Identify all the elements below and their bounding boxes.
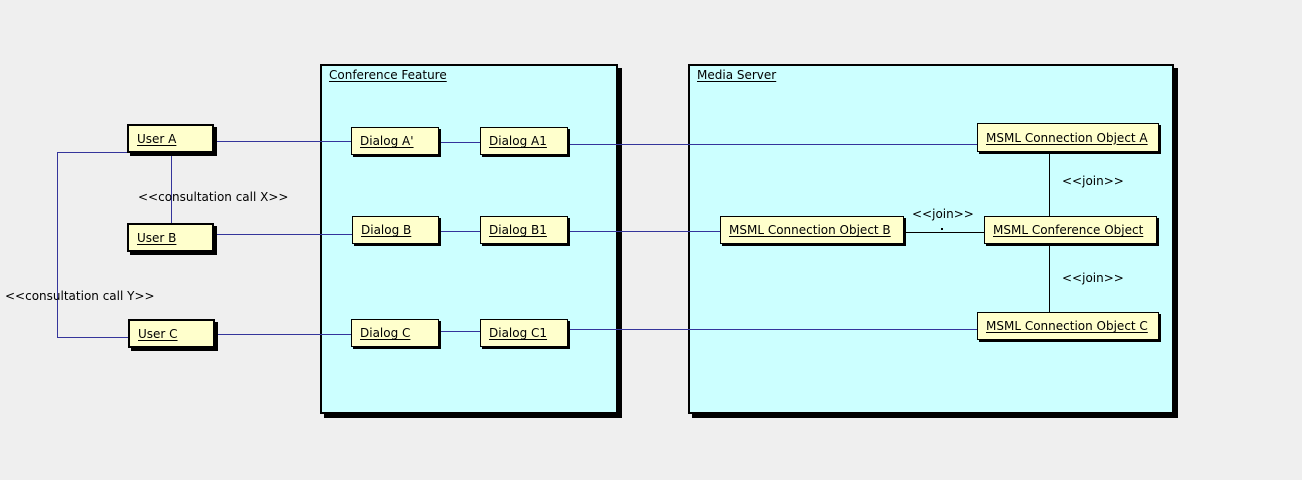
node-dialog-c-label: Dialog C — [360, 326, 411, 340]
node-msml-connection-c[interactable]: MSML Connection Object C — [977, 312, 1159, 340]
label-consultation-call-x: <<consultation call X>> — [138, 190, 289, 204]
node-dialog-b1-label: Dialog B1 — [489, 223, 547, 237]
node-dialog-a1[interactable]: Dialog A1 — [480, 127, 568, 155]
node-dialog-a1-label: Dialog A1 — [489, 134, 547, 148]
node-msml-connection-c-label: MSML Connection Object C — [986, 319, 1148, 333]
node-user-c[interactable]: User C — [128, 319, 215, 348]
node-user-b[interactable]: User B — [127, 223, 214, 252]
edge-consultY-top-segment — [57, 152, 127, 153]
edge-dialogc-dialogc1 — [439, 331, 480, 332]
edge-userb-dialogb — [214, 234, 352, 235]
edge-dialogb-dialogb1 — [439, 231, 480, 232]
node-msml-connection-a-label: MSML Connection Object A — [986, 130, 1148, 145]
edge-consultY-bottom-segment — [57, 337, 128, 338]
node-user-a-label: User A — [137, 131, 177, 146]
node-user-a[interactable]: User A — [127, 124, 214, 153]
node-msml-conference[interactable]: MSML Conference Object — [984, 216, 1157, 244]
node-msml-conference-label: MSML Conference Object — [993, 223, 1144, 237]
edge-consultX-usera-userb — [171, 153, 172, 223]
edge-join-conna-conference — [1049, 152, 1050, 216]
node-dialog-b[interactable]: Dialog B — [352, 216, 439, 244]
node-dialog-a-prime[interactable]: Dialog A' — [351, 127, 439, 155]
label-join-bottom: <<join>> — [1062, 271, 1124, 285]
edge-join-conference-connc — [1049, 244, 1050, 312]
node-user-b-label: User B — [137, 230, 177, 245]
label-consultation-call-y: <<consultation call Y>> — [5, 289, 155, 303]
node-dialog-b-label: Dialog B — [361, 223, 412, 237]
node-msml-connection-b[interactable]: MSML Connection Object B — [720, 216, 904, 244]
edge-dialogb1-msmlconnb — [568, 231, 720, 232]
node-dialog-c[interactable]: Dialog C — [351, 319, 439, 347]
conference-feature-title: Conference Feature — [329, 68, 447, 82]
edge-userc-dialogc — [215, 334, 351, 335]
node-msml-connection-b-label: MSML Connection Object B — [729, 223, 891, 237]
node-dialog-c1[interactable]: Dialog C1 — [480, 319, 568, 347]
edge-dialoga1-msmlconna — [568, 144, 977, 145]
node-dialog-b1[interactable]: Dialog B1 — [480, 216, 568, 244]
edge-consultY-vertical-segment — [57, 152, 58, 337]
edge-label-anchor-dot — [941, 228, 943, 230]
label-join-left: <<join>> — [912, 207, 974, 221]
node-dialog-c1-label: Dialog C1 — [489, 326, 548, 340]
edge-usera-dialoga — [214, 141, 351, 142]
node-dialog-a-prime-label: Dialog A' — [360, 134, 414, 148]
edge-join-connb-conference — [904, 232, 984, 233]
media-server-title: Media Server — [697, 68, 777, 82]
edge-dialogc1-msmlconnc — [568, 329, 977, 330]
node-user-c-label: User C — [138, 326, 178, 341]
label-join-top: <<join>> — [1062, 174, 1124, 188]
edge-dialoga-dialoga1 — [439, 142, 480, 143]
node-msml-connection-a[interactable]: MSML Connection Object A — [977, 123, 1159, 152]
